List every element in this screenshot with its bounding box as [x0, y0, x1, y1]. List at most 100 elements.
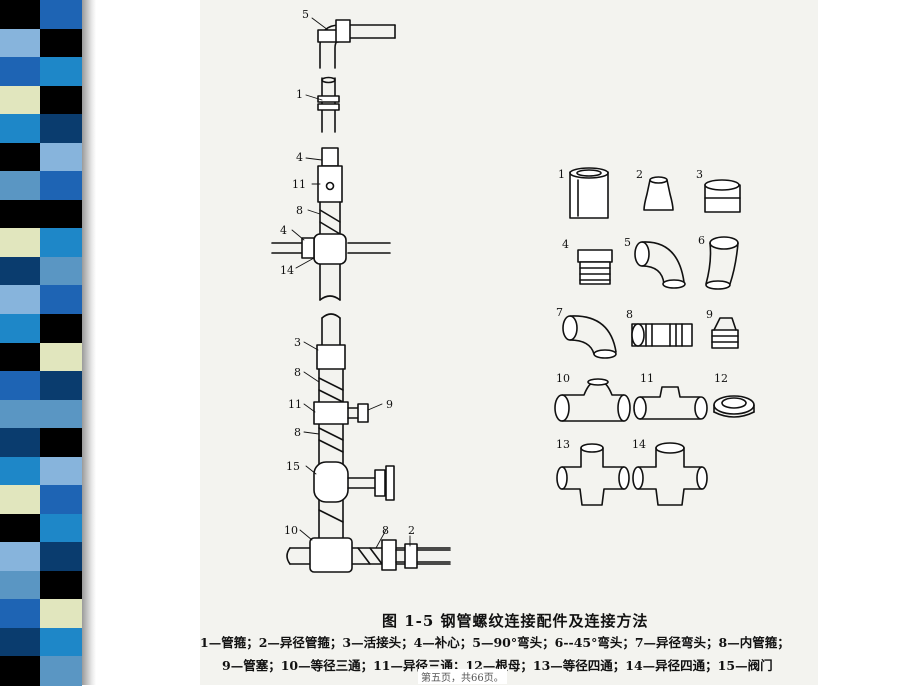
stripe-cell — [40, 114, 82, 144]
fitting-reducing-coupling — [643, 176, 674, 211]
stripe-cell — [40, 599, 82, 629]
stripe-cell — [40, 371, 82, 401]
stripe-segment — [0, 428, 82, 458]
label-left: 11 — [288, 398, 302, 411]
stripe-cell — [0, 199, 40, 230]
label-fitting: 9 — [706, 308, 713, 321]
fitting-equal-tee — [554, 378, 631, 422]
stripe-cell — [0, 57, 40, 87]
label-fitting: 4 — [562, 238, 569, 251]
stripe-segment — [0, 599, 82, 629]
label-left: 8 — [296, 204, 303, 217]
label-fitting: 1 — [558, 168, 565, 181]
label-left: 11 — [292, 178, 306, 191]
stripe-cell — [0, 542, 40, 572]
stripe-cell — [40, 542, 82, 572]
fitting-coupling — [569, 167, 609, 219]
label-left: 3 — [294, 336, 301, 349]
stripe-cell — [0, 85, 40, 116]
stripe-segment — [0, 542, 82, 572]
stripe-cell — [0, 656, 40, 686]
stripe-shadow — [82, 0, 96, 685]
label-fitting: 7 — [556, 306, 563, 319]
lower-vertical-assembly — [313, 313, 395, 541]
stripe-cell — [40, 399, 82, 430]
label-left: 9 — [386, 398, 393, 411]
label-fitting: 8 — [626, 308, 633, 321]
stripe-cell — [0, 456, 40, 487]
label-left: 2 — [408, 524, 415, 537]
label-left: 4 — [296, 151, 303, 164]
label-left: 8 — [382, 524, 389, 537]
stripe-cell — [0, 28, 40, 59]
fitting-locknut — [713, 395, 755, 418]
stripe-cell — [40, 28, 82, 59]
label-left: 4 — [280, 224, 287, 237]
stripe-segment — [0, 171, 82, 201]
stripe-segment — [0, 513, 82, 544]
stripe-cell — [40, 342, 82, 373]
stripe-cell — [40, 285, 82, 315]
stripe-cell — [40, 313, 82, 344]
label-fitting: 14 — [632, 438, 646, 451]
stripe-segment — [0, 342, 82, 373]
stripe-cell — [40, 485, 82, 515]
label-fitting: 13 — [556, 438, 570, 451]
label-fitting: 5 — [624, 236, 631, 249]
stripe-cell — [0, 256, 40, 287]
fitting-reducing-cross — [632, 442, 708, 506]
stripe-segment — [0, 485, 82, 515]
stripe-segment — [0, 313, 82, 344]
fittings-labels: 1 2 3 4 5 6 7 8 9 10 11 12 13 14 — [556, 168, 728, 451]
fitting-elbow-90 — [634, 241, 686, 289]
fitting-nipple — [631, 323, 693, 347]
stripe-cell — [40, 570, 82, 601]
stripe-cell — [0, 0, 40, 30]
stripe-cell — [40, 57, 82, 87]
bottom-horizontal-run — [286, 537, 451, 573]
fitting-plug — [711, 317, 739, 349]
stripe-cell — [40, 199, 82, 230]
figure-legend-line-2: 9—管塞；10—等径三通；11—异径三通；12—根母；13—等径四通；14—异径… — [222, 658, 773, 673]
decorative-stripe-bar — [0, 0, 82, 686]
label-left: 10 — [284, 524, 298, 537]
stripe-cell — [0, 570, 40, 601]
label-fitting: 11 — [640, 372, 654, 385]
stripe-segment — [0, 0, 82, 30]
stripe-cell — [0, 114, 40, 144]
label-fitting: 2 — [636, 168, 643, 181]
stripe-cell — [0, 428, 40, 458]
stripe-segment — [0, 399, 82, 430]
fitting-elbow-45 — [705, 236, 739, 290]
stripe-cell — [40, 627, 82, 658]
stripe-cell — [40, 228, 82, 258]
stripe-cell — [40, 0, 82, 30]
stripe-cell — [0, 485, 40, 515]
stripe-cell — [0, 342, 40, 373]
label-left: 15 — [286, 460, 300, 473]
stripe-segment — [0, 57, 82, 87]
stripe-cell — [0, 171, 40, 201]
stripe-segment — [0, 114, 82, 144]
stripe-cell — [0, 513, 40, 544]
stripe-segment — [0, 570, 82, 601]
label-left: 1 — [296, 88, 303, 101]
stripe-cell — [0, 285, 40, 315]
stripe-cell — [40, 142, 82, 173]
stripe-cell — [40, 85, 82, 116]
stripe-cell — [0, 399, 40, 430]
stripe-cell — [40, 513, 82, 544]
stripe-cell — [40, 656, 82, 686]
label-fitting: 3 — [696, 168, 703, 181]
stripe-segment — [0, 85, 82, 116]
stripe-cell — [40, 256, 82, 287]
leader-lines — [291, 17, 411, 549]
figure-caption: 图 1-5 钢管螺纹连接配件及连接方法 — [382, 612, 649, 630]
stripe-segment — [0, 28, 82, 59]
stripe-segment — [0, 142, 82, 173]
label-fitting: 10 — [556, 372, 570, 385]
stripe-cell — [40, 171, 82, 201]
stripe-segment — [0, 456, 82, 487]
fitting-bushing — [577, 249, 613, 285]
page-info: 第五页，共66页。 — [418, 669, 507, 684]
